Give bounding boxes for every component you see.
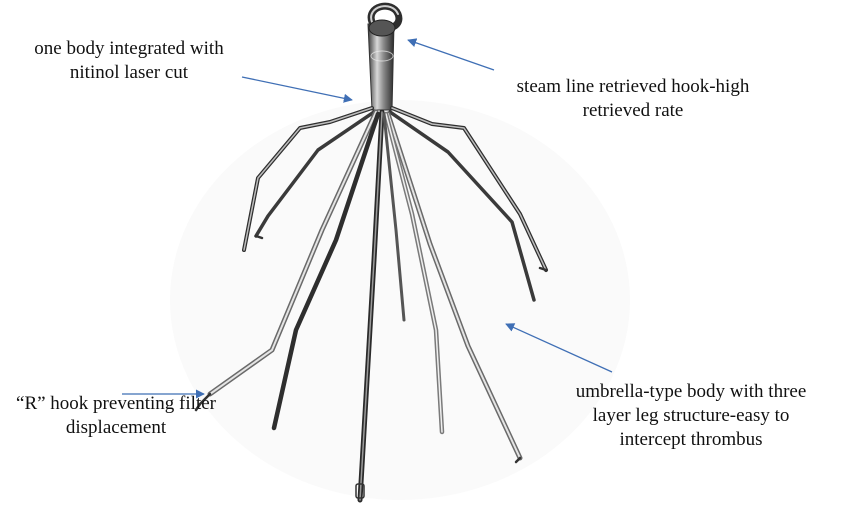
label-retrieval-hook: steam line retrieved hook-high retrieved… (488, 75, 778, 123)
label-r-hook-line-2: displacement (0, 416, 232, 440)
label-r-hook-line-1: “R” hook preventing filter (0, 392, 232, 416)
label-umbrella-body: umbrella-type body with three layer leg … (540, 380, 842, 452)
label-umbrella-body-line-3: intercept thrombus (540, 428, 842, 452)
filter-body (368, 20, 395, 110)
label-integrated-body-line-1: one body integrated with (0, 37, 258, 61)
label-r-hook: “R” hook preventing filter displacement (0, 392, 232, 440)
label-umbrella-body-line-2: layer leg structure-easy to (540, 404, 842, 428)
label-retrieval-hook-line-1: steam line retrieved hook-high (488, 75, 778, 99)
label-umbrella-body-line-1: umbrella-type body with three (540, 380, 842, 404)
arrow-integrated-body (242, 77, 352, 100)
label-retrieval-hook-line-2: retrieved rate (488, 99, 778, 123)
arrow-retrieval-hook (408, 40, 494, 70)
label-integrated-body-line-2: nitinol laser cut (0, 61, 258, 85)
label-integrated-body: one body integrated with nitinol laser c… (0, 37, 258, 85)
